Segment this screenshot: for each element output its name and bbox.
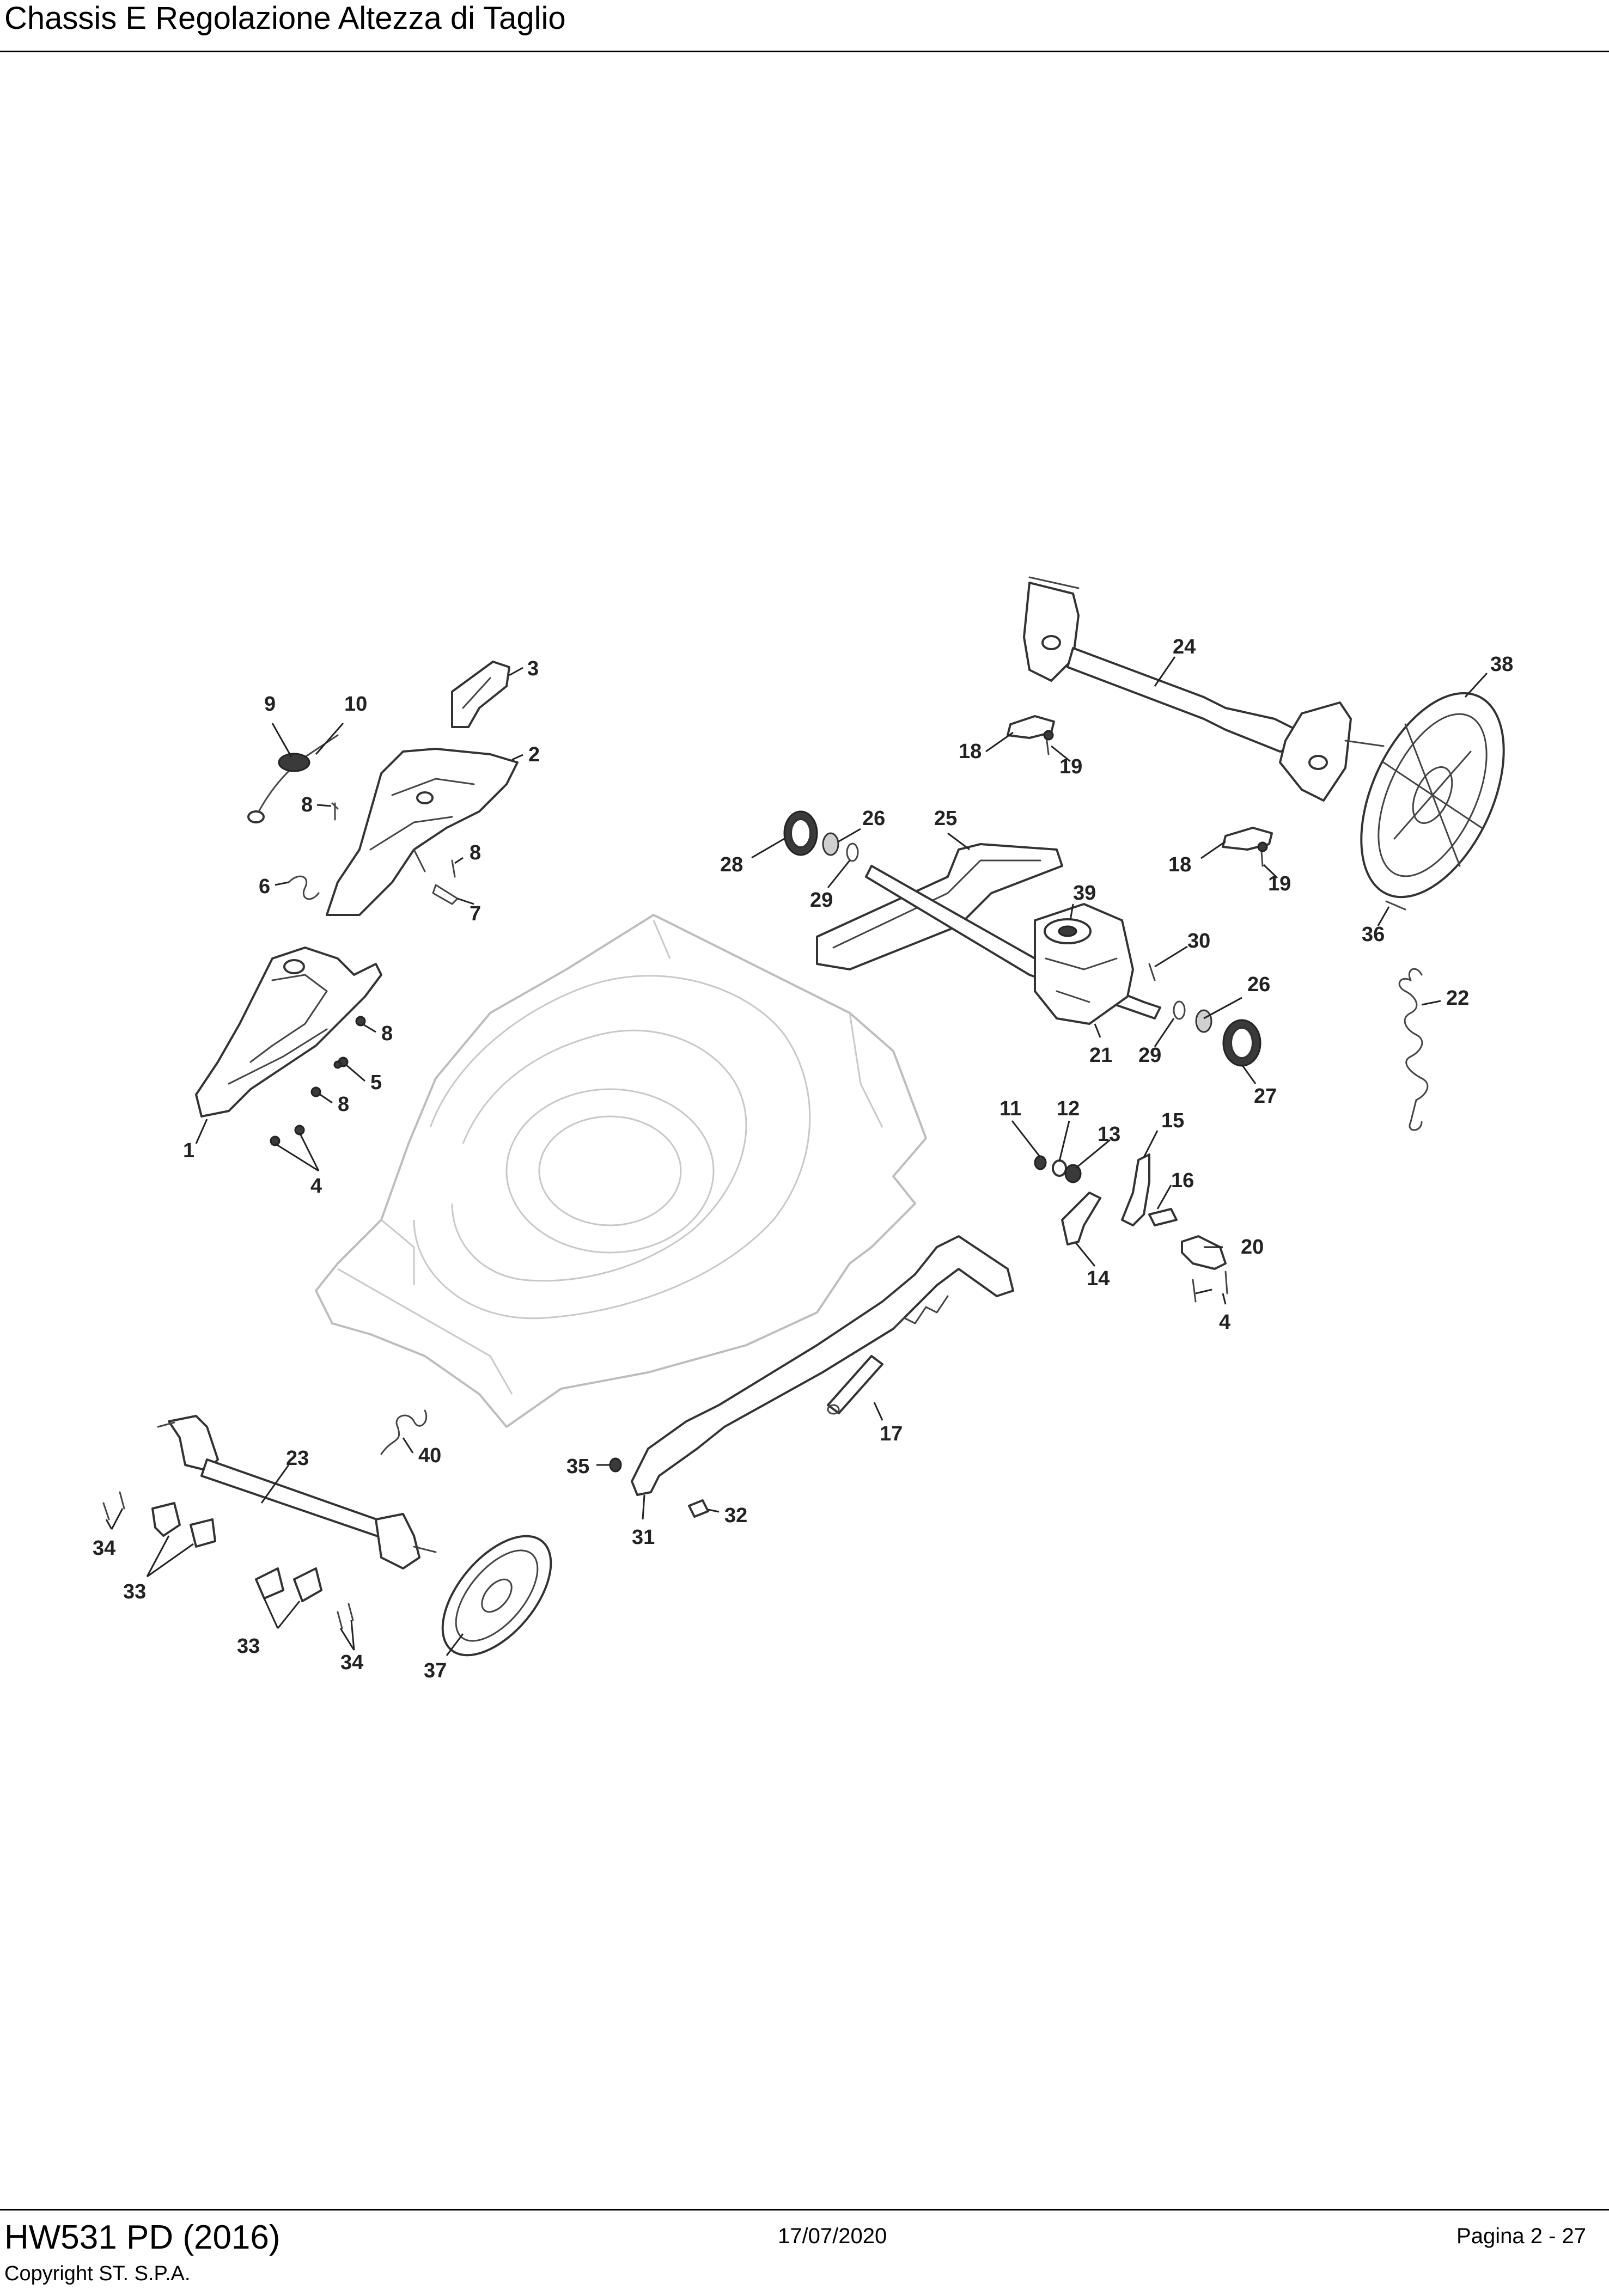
callout-23: 23 <box>286 1447 309 1470</box>
header-divider <box>0 51 1609 52</box>
footer-date: 17/07/2020 <box>778 2224 887 2248</box>
part-24-rear-axle <box>1023 576 1385 802</box>
part-33-34-clips-front <box>102 1491 354 1629</box>
small-fasteners-left <box>270 802 459 1146</box>
callout-39: 39 <box>1073 882 1096 905</box>
callout-31: 31 <box>632 1526 655 1549</box>
callout-8-b: 8 <box>470 841 481 864</box>
callout-16: 16 <box>1171 1169 1194 1192</box>
callout-35: 35 <box>566 1455 589 1478</box>
footer-page-number: Pagina 2 - 27 <box>1456 2224 1586 2248</box>
callout-21: 21 <box>1089 1044 1112 1067</box>
part-17-spring <box>827 1355 883 1415</box>
callout-2: 2 <box>528 743 540 766</box>
part-18-19-clips-upper <box>1007 715 1273 867</box>
callout-28: 28 <box>720 853 743 876</box>
callout-9: 9 <box>264 693 276 716</box>
part-23-front-axle <box>157 1415 437 1570</box>
callout-4-b: 4 <box>1219 1311 1230 1334</box>
part-3-clip <box>451 661 510 728</box>
callout-15: 15 <box>1161 1109 1184 1132</box>
callout-32: 32 <box>724 1504 747 1527</box>
part-31-height-lever <box>631 1235 1014 1496</box>
part-9-10-cable <box>247 734 339 823</box>
callout-1: 1 <box>183 1139 194 1162</box>
callout-36: 36 <box>1362 923 1385 946</box>
callout-30: 30 <box>1187 930 1210 952</box>
part-38-rear-wheel <box>1360 692 1505 899</box>
callout-19-a: 19 <box>1059 755 1082 778</box>
callout-29-a: 29 <box>810 889 833 912</box>
callout-7: 7 <box>470 902 481 925</box>
part-26-27-28-29-30-bushings <box>783 810 1261 1067</box>
part-36-pin <box>1385 900 1406 911</box>
callout-18-a: 18 <box>959 740 982 763</box>
callout-24: 24 <box>1173 636 1196 658</box>
callout-33-a: 33 <box>123 1580 146 1603</box>
callout-26-a: 26 <box>862 807 885 830</box>
callout-labels: 3 2 9 10 8 8 6 7 8 5 8 1 4 24 38 18 19 2… <box>93 636 1513 1682</box>
callout-17: 17 <box>880 1422 903 1445</box>
callout-37: 37 <box>424 1659 447 1682</box>
callout-12: 12 <box>1057 1097 1080 1120</box>
callout-27: 27 <box>1254 1085 1277 1108</box>
callout-8-d: 8 <box>338 1093 349 1116</box>
footer-copyright: Copyright ST. S.P.A. <box>4 2262 191 2285</box>
part-37-front-wheel <box>441 1535 552 1657</box>
part-20-bracket <box>1181 1235 1228 1303</box>
part-40-spring <box>380 1409 428 1455</box>
callout-6: 6 <box>259 875 270 898</box>
callout-34-b: 34 <box>340 1651 363 1674</box>
callout-33-b: 33 <box>237 1635 260 1658</box>
page-title: Chassis E Regolazione Altezza di Taglio <box>4 1 566 36</box>
callout-14: 14 <box>1087 1267 1110 1290</box>
part-11-12-13-washers <box>1034 1155 1082 1183</box>
part-22-spring <box>1398 968 1429 1131</box>
callout-8-c: 8 <box>381 1022 393 1045</box>
callout-26-b: 26 <box>1247 973 1270 996</box>
callout-38: 38 <box>1490 653 1513 676</box>
callout-40: 40 <box>418 1444 441 1467</box>
callout-29-b: 29 <box>1138 1044 1161 1067</box>
callout-19-b: 19 <box>1268 872 1291 895</box>
callout-8-a: 8 <box>301 793 313 816</box>
part-2-upper-bracket <box>326 748 519 916</box>
part-1-lower-bracket <box>195 947 382 1118</box>
callout-20: 20 <box>1241 1236 1264 1259</box>
footer-divider <box>0 2209 1609 2210</box>
footer-model: HW531 PD (2016) <box>4 2219 281 2256</box>
callout-13: 13 <box>1098 1123 1120 1146</box>
callout-25: 25 <box>934 807 957 830</box>
part-32-35-fasteners <box>609 1457 709 1518</box>
callout-11: 11 <box>999 1097 1021 1120</box>
mower-deck <box>315 914 927 1428</box>
callout-10: 10 <box>344 693 367 716</box>
callout-22: 22 <box>1446 987 1469 1010</box>
part-39-gearbox <box>1034 903 1134 1025</box>
callout-4-a: 4 <box>310 1175 322 1198</box>
callout-5: 5 <box>370 1071 382 1094</box>
callout-3: 3 <box>527 657 539 680</box>
callout-34-a: 34 <box>93 1537 115 1560</box>
callout-18-b: 18 <box>1168 853 1191 876</box>
part-14-15-16-levers <box>1061 1153 1178 1245</box>
leader-lines <box>105 656 1488 1656</box>
